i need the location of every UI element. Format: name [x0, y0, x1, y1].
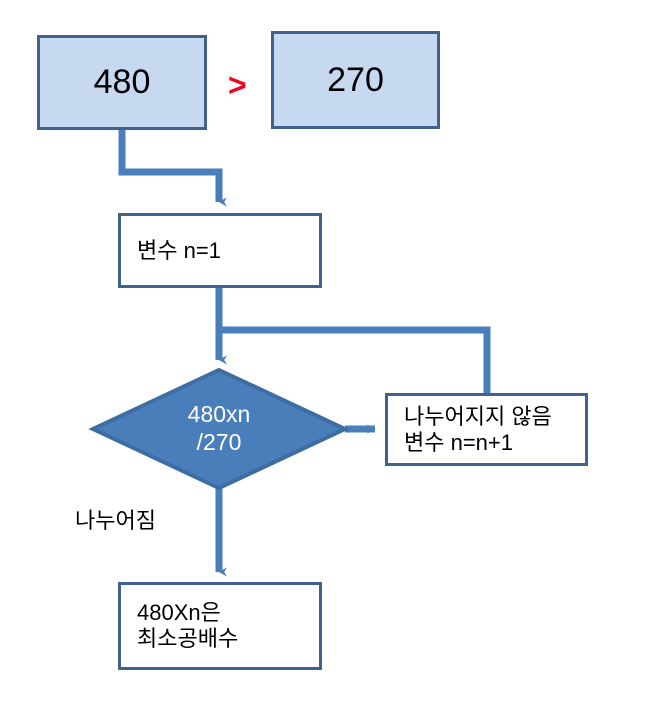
- node-init-variable-label: 변수 n=1: [137, 237, 221, 263]
- node-result[interactable]: 480Xn은 최소공배수: [118, 582, 322, 670]
- node-init-variable[interactable]: 변수 n=1: [118, 213, 322, 288]
- decision-diamond-shape: [88, 367, 350, 491]
- node-not-divisible-label: 나누어지지 않음 변수 n=n+1: [404, 403, 552, 455]
- node-result-label: 480Xn은 최소공배수: [137, 600, 239, 651]
- node-not-divisible[interactable]: 나누어지지 않음 변수 n=n+1: [385, 393, 588, 466]
- node-decision[interactable]: 480xn /270: [93, 370, 345, 488]
- node-value-b[interactable]: 270: [271, 31, 440, 129]
- connector-loop-back: [222, 326, 491, 393]
- connector-value-a-to-init: [118, 130, 228, 207]
- comparison-operator-symbol: >: [228, 67, 247, 103]
- node-value-a-label: 480: [93, 63, 151, 102]
- edge-label-divisible: 나누어짐: [75, 508, 156, 533]
- node-value-a[interactable]: 480: [37, 35, 207, 130]
- node-value-b-label: 270: [327, 60, 384, 99]
- node-decision-label: 480xn /270: [187, 401, 251, 455]
